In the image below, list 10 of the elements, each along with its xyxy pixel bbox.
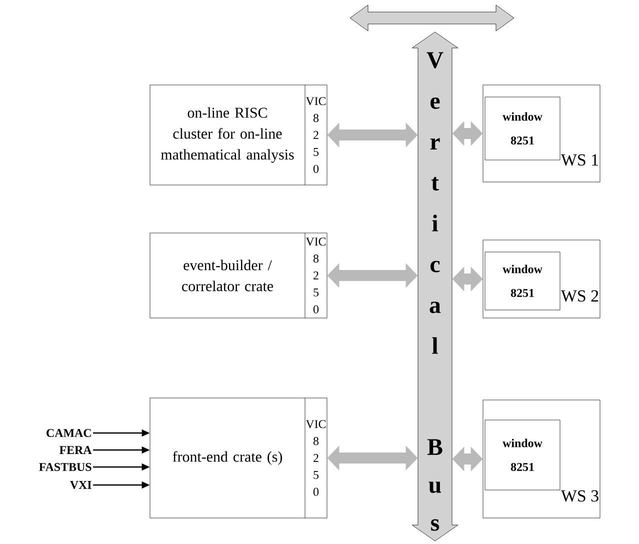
crate-box: front-end crate (s) VIC 8250 (150, 398, 328, 518)
input-label: VXI (70, 480, 92, 489)
input-label: FERA (59, 446, 92, 454)
window-box: window 8251 (484, 96, 560, 160)
input-label: FASTBUS (39, 462, 92, 471)
window-box: window 8251 (484, 420, 560, 490)
input-label: CAMAC (46, 428, 91, 437)
window-box: window 8251 (484, 252, 560, 310)
crate-box: event-builder / correlator crate VIC 8250 (150, 232, 328, 318)
crate-box: on-line RISC cluster for on-line mathematical analysis VIC 8250 (150, 84, 328, 186)
